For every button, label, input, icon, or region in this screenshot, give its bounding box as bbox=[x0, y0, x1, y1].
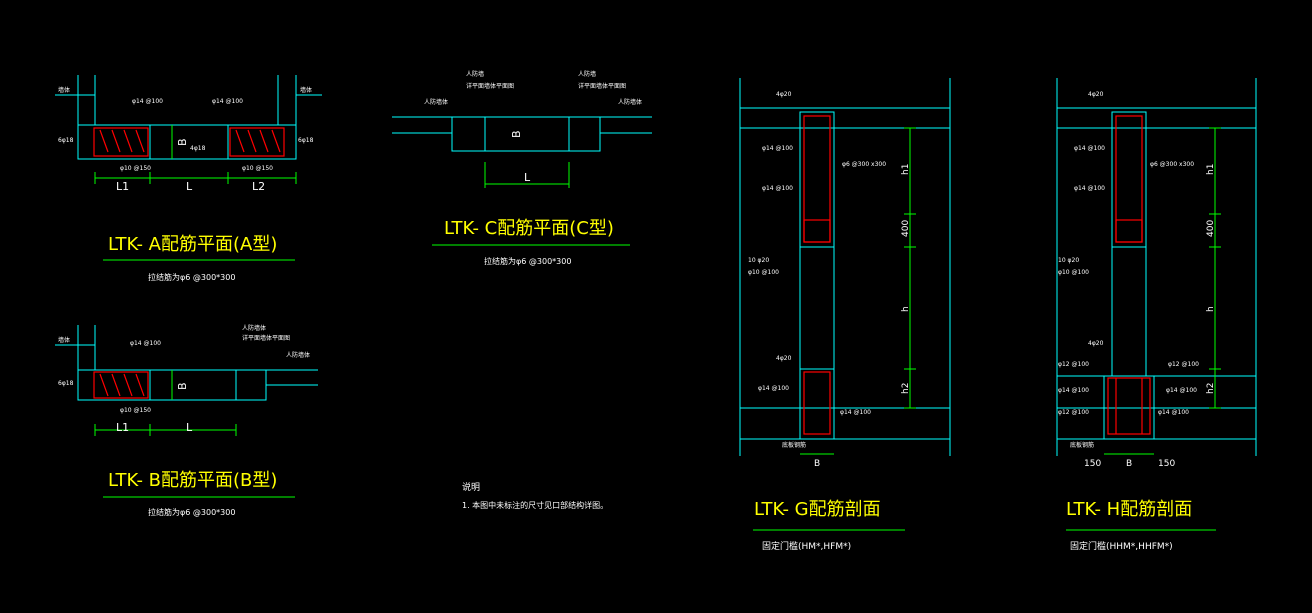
view-h-note: φ12 @100 bbox=[1058, 361, 1089, 368]
view-b-plan: L1 L B 墙体 φ14 @100 6φ18 φ10 @150 人防墙体 详平… bbox=[55, 324, 318, 517]
view-h-dim: h2 bbox=[1206, 383, 1216, 394]
view-h-bottom-dim: B bbox=[1126, 459, 1132, 469]
view-b-section-label: B bbox=[176, 382, 189, 390]
view-c-note: 人防墙 bbox=[466, 70, 484, 78]
view-c-section-label: B bbox=[510, 130, 523, 138]
view-c-subtitle: 拉结筋为φ6 @300*300 bbox=[484, 256, 571, 266]
view-h-bottom-dim: 150 bbox=[1084, 459, 1101, 469]
view-h-bottom-dim: 150 bbox=[1158, 459, 1175, 469]
view-a-note: 墙体 bbox=[58, 86, 70, 94]
view-b-note: 详平面墙体平面图 bbox=[242, 334, 290, 342]
view-g-dim: h2 bbox=[901, 383, 911, 394]
view-g-bottom-dim: B bbox=[814, 459, 820, 469]
view-a-note: 墙体 bbox=[300, 86, 312, 94]
view-a-plan: L1 L L2 B 墙体 φ14 @100 φ14 @100 6φ18 4φ18… bbox=[55, 75, 322, 282]
view-a-note: 4φ18 bbox=[190, 145, 206, 152]
view-a-section-label: B bbox=[176, 138, 189, 146]
view-h-note: 10 φ20 bbox=[1058, 257, 1079, 264]
view-a-note: 6φ18 bbox=[58, 137, 74, 144]
view-b-dim-l: L bbox=[186, 421, 193, 434]
notes-line-1: 1. 本图中未标注的尺寸见口部结构详图。 bbox=[462, 500, 608, 510]
notes-heading: 说明 bbox=[462, 481, 480, 493]
view-g-note: φ10 @100 bbox=[748, 269, 779, 276]
view-a-note: φ10 @150 bbox=[120, 165, 151, 172]
view-h-dim: h bbox=[1206, 306, 1216, 312]
view-c-note: 人防墙 bbox=[578, 70, 596, 78]
view-h-note: φ14 @100 bbox=[1158, 409, 1189, 416]
view-h-title: LTK- H配筋剖面 bbox=[1066, 499, 1192, 520]
view-c-plan: L B 人防墙 详平面墙体平面图 人防墙体 人防墙 详平面墙体平面图 人防墙体 … bbox=[392, 70, 652, 266]
view-a-dim-l1: L1 bbox=[116, 180, 129, 193]
view-a-note: 6φ18 bbox=[298, 137, 314, 144]
view-b-title: LTK- B配筋平面(B型) bbox=[108, 470, 277, 491]
view-a-note: φ14 @100 bbox=[212, 98, 243, 105]
view-h-dim: 400 bbox=[1206, 220, 1216, 237]
view-h-note: φ14 @100 bbox=[1058, 387, 1089, 394]
view-b-dim-l1: L1 bbox=[116, 421, 129, 434]
view-g-subtitle: 固定门槛(HM*,HFM*) bbox=[762, 540, 851, 552]
view-h-note: 底板钢筋 bbox=[1070, 441, 1094, 449]
view-c-note: 人防墙体 bbox=[618, 98, 642, 106]
view-g-dim: h bbox=[901, 306, 911, 312]
view-h-note: φ14 @100 bbox=[1166, 387, 1197, 394]
view-a-note: φ10 @150 bbox=[242, 165, 273, 172]
view-b-note: φ14 @100 bbox=[130, 340, 161, 347]
view-g-dim: h1 bbox=[901, 164, 911, 175]
view-a-subtitle: 拉结筋为φ6 @300*300 bbox=[148, 272, 235, 282]
view-h-note: 4φ20 bbox=[1088, 91, 1104, 98]
view-g-note: 10 φ20 bbox=[748, 257, 769, 264]
view-h-section: h1 400 h h2 150 B 150 4φ20 φ14 @100 φ6 @… bbox=[1056, 78, 1257, 552]
view-b-note: φ10 @150 bbox=[120, 407, 151, 414]
view-h-note: φ12 @100 bbox=[1168, 361, 1199, 368]
view-h-note: φ14 @100 bbox=[1074, 145, 1105, 152]
view-g-title: LTK- G配筋剖面 bbox=[754, 499, 881, 520]
view-c-note: 详平面墙体平面图 bbox=[466, 82, 514, 90]
view-h-note: φ14 @100 bbox=[1074, 185, 1105, 192]
view-g-note: φ14 @100 bbox=[762, 145, 793, 152]
view-g-note: φ14 @100 bbox=[762, 185, 793, 192]
view-c-note: 人防墙体 bbox=[424, 98, 448, 106]
view-h-note: φ12 @100 bbox=[1058, 409, 1089, 416]
view-b-subtitle: 拉结筋为φ6 @300*300 bbox=[148, 507, 235, 517]
view-g-note: 4φ20 bbox=[776, 91, 792, 98]
view-c-note: 详平面墙体平面图 bbox=[578, 82, 626, 90]
view-h-subtitle: 固定门槛(HHM*,HHFM*) bbox=[1070, 540, 1173, 552]
notes-block: 说明 1. 本图中未标注的尺寸见口部结构详图。 bbox=[462, 481, 608, 510]
view-g-note: φ6 @300 x300 bbox=[842, 161, 886, 168]
view-g-note: φ14 @100 bbox=[758, 385, 789, 392]
view-c-title: LTK- C配筋平面(C型) bbox=[444, 218, 614, 239]
view-g-note: 4φ20 bbox=[776, 355, 792, 362]
view-h-note: φ6 @300 x300 bbox=[1150, 161, 1194, 168]
view-h-note: 4φ20 bbox=[1088, 340, 1104, 347]
view-b-note: 墙体 bbox=[58, 336, 70, 344]
view-a-dim-l2: L2 bbox=[252, 180, 265, 193]
view-a-title: LTK- A配筋平面(A型) bbox=[108, 234, 277, 255]
view-b-note: 人防墙体 bbox=[286, 351, 310, 359]
view-g-note: φ14 @100 bbox=[840, 409, 871, 416]
view-a-dim-l: L bbox=[186, 180, 193, 193]
view-a-note: φ14 @100 bbox=[132, 98, 163, 105]
view-h-dim: h1 bbox=[1206, 164, 1216, 175]
view-g-note: 底板钢筋 bbox=[782, 441, 806, 449]
view-c-dim-l: L bbox=[524, 171, 531, 184]
view-b-note: 6φ18 bbox=[58, 380, 74, 387]
view-g-section: h1 400 h h2 B 4φ20 φ14 @100 φ6 @300 x300… bbox=[739, 78, 951, 552]
view-g-dim: 400 bbox=[901, 220, 911, 237]
view-h-note: φ10 @100 bbox=[1058, 269, 1089, 276]
view-b-note: 人防墙体 bbox=[242, 324, 266, 332]
